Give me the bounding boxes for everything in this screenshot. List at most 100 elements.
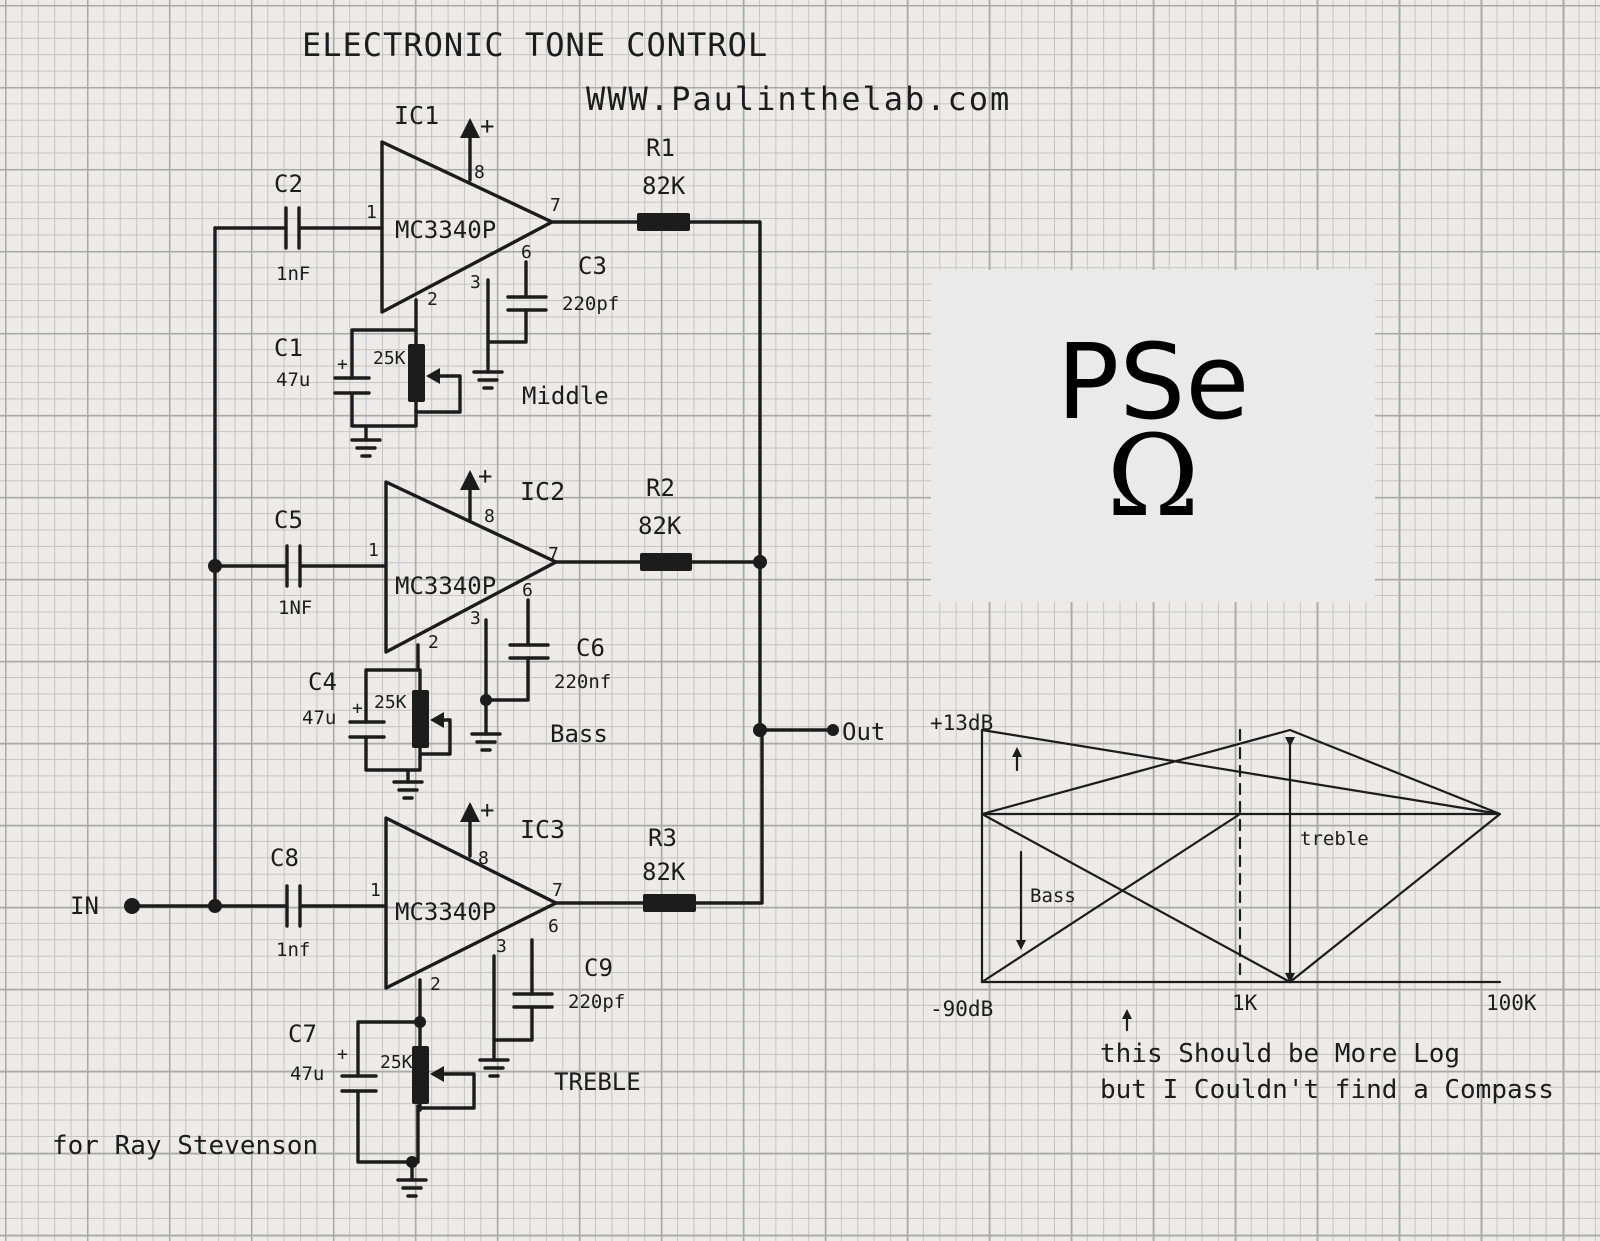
resistor-r1 — [637, 213, 690, 231]
pot3-ground — [396, 1178, 428, 1198]
ic3-label: IC3 — [520, 815, 565, 844]
ic2-pin8: 8 — [484, 506, 495, 527]
cap-c6-value: 220nf — [554, 671, 611, 693]
ic3-pin6: 6 — [548, 916, 559, 937]
cap-c9 — [512, 992, 554, 1009]
cap-c1 — [333, 376, 371, 395]
ic2-pin7: 7 — [548, 544, 559, 565]
ic3-ground — [478, 1058, 510, 1078]
ic1-chip: MC3340P — [395, 216, 496, 244]
ic2-chip: MC3340P — [395, 572, 496, 600]
svg-text:+: + — [337, 1044, 348, 1065]
cap-c7-name: C7 — [288, 1020, 317, 1048]
graph-y-top: +13dB — [930, 711, 993, 735]
control-bass: Bass — [550, 720, 608, 748]
cap-c3-value: 220pf — [562, 293, 619, 315]
pot3-value: 25K — [380, 1052, 413, 1073]
graph-note-line1: this Should be More Log — [1100, 1039, 1460, 1069]
resistor-r2-name: R2 — [646, 474, 675, 502]
cap-c8-value: 1nf — [276, 939, 310, 961]
resistor-r2-value: 82K — [638, 512, 682, 540]
pot-vr1 — [408, 344, 425, 402]
output-label: Out — [842, 718, 885, 746]
graph-bass-label: Bass — [1030, 885, 1076, 907]
ic1-pin3: 3 — [470, 272, 481, 293]
ic1-supply-arrow — [460, 118, 480, 138]
ic2-label: IC2 — [520, 477, 565, 506]
cap-c7-value: 47u — [290, 1063, 324, 1085]
pot-vr2 — [412, 690, 429, 748]
ic2-supply-label: + — [478, 462, 492, 490]
website-url: WWW.Paulinthelab.com — [586, 80, 1011, 118]
stage-treble: IC3 MC3340P + 8 7 6 3 2 1 C8 1nf R3 82K … — [130, 728, 764, 1198]
cap-c3 — [506, 295, 548, 312]
ic3-pin1: 1 — [370, 880, 381, 901]
ic2-ground — [470, 732, 502, 752]
cap-c4 — [348, 720, 386, 739]
ic3-pin3: 3 — [496, 936, 507, 957]
pot1-value: 25K — [373, 348, 406, 369]
ic2-pin1: 1 — [368, 540, 379, 561]
cap-c5-value: 1NF — [278, 597, 312, 619]
graph-x-1k: 1K — [1232, 991, 1258, 1015]
cap-c7 — [340, 1074, 378, 1093]
ic1-pin7: 7 — [550, 195, 561, 216]
ic1-ground — [472, 370, 504, 390]
resistor-r1-name: R1 — [646, 134, 675, 162]
cap-c6 — [508, 643, 550, 660]
cap-c2-name: C2 — [274, 170, 303, 198]
cap-c9-value: 220pf — [568, 991, 625, 1013]
svg-text:+: + — [352, 698, 363, 719]
stage-bass: IC2 MC3340P + 8 7 6 3 2 1 C5 1NF R2 82K … — [213, 462, 762, 800]
omega-icon: Ω — [1106, 412, 1200, 542]
cap-c1-name: C1 — [274, 334, 303, 362]
pot1-ground — [350, 438, 382, 458]
opamp-ic3 — [384, 816, 558, 990]
cap-c8-name: C8 — [270, 844, 299, 872]
resistor-r3-name: R3 — [648, 824, 677, 852]
ic1-pin1: 1 — [366, 202, 377, 223]
ic3-pin2: 2 — [430, 974, 441, 995]
ic3-pin7: 7 — [552, 880, 563, 901]
ic1-pin6: 6 — [521, 242, 532, 263]
cap-c5-name: C5 — [274, 506, 303, 534]
svg-text:+: + — [337, 354, 348, 375]
cap-c2 — [284, 206, 301, 250]
graph-note-line2: but I Couldn't find a Compass — [1100, 1075, 1554, 1105]
graph-y-bottom: -90dB — [930, 997, 993, 1021]
ic3-supply-label: + — [480, 796, 494, 824]
input-terminal — [124, 898, 140, 914]
ic2-pin6: 6 — [522, 580, 533, 601]
cap-c5 — [285, 544, 302, 588]
ic2-pin3: 3 — [470, 608, 481, 629]
cap-c4-name: C4 — [308, 668, 337, 696]
resistor-r2 — [640, 553, 692, 571]
control-treble: TREBLE — [554, 1068, 641, 1096]
stage-middle: IC1 MC3340P + 8 7 6 3 2 1 C2 1nF R1 82K … — [213, 101, 762, 562]
ic1-pin2: 2 — [427, 289, 438, 310]
ic3-pin8: 8 — [478, 848, 489, 869]
pse-logo: PSe Ω — [931, 270, 1375, 602]
cap-c6-name: C6 — [576, 634, 605, 662]
cap-c9-name: C9 — [584, 954, 613, 982]
ic3-supply-arrow — [460, 802, 480, 822]
graph-treble-label: treble — [1300, 828, 1369, 850]
ic1-pin8: 8 — [474, 162, 485, 183]
output-terminal — [827, 724, 839, 736]
resistor-r3-value: 82K — [642, 858, 686, 886]
pot2-ground — [392, 780, 424, 800]
resistor-r3 — [643, 894, 696, 912]
ic1-supply-label: + — [480, 112, 494, 140]
ic2-supply-arrow — [460, 470, 480, 490]
ic3-chip: MC3340P — [395, 898, 496, 926]
ic2-pin2: 2 — [428, 632, 439, 653]
cap-c3-name: C3 — [578, 252, 607, 280]
dedication: for Ray Stevenson — [52, 1131, 318, 1161]
resistor-r1-value: 82K — [642, 172, 686, 200]
cap-c1-value: 47u — [276, 369, 310, 391]
graph-x-100k: 100K — [1486, 991, 1537, 1015]
ic1-label: IC1 — [394, 101, 439, 130]
pot2-value: 25K — [374, 692, 407, 713]
cap-c2-value: 1nF — [276, 263, 310, 285]
